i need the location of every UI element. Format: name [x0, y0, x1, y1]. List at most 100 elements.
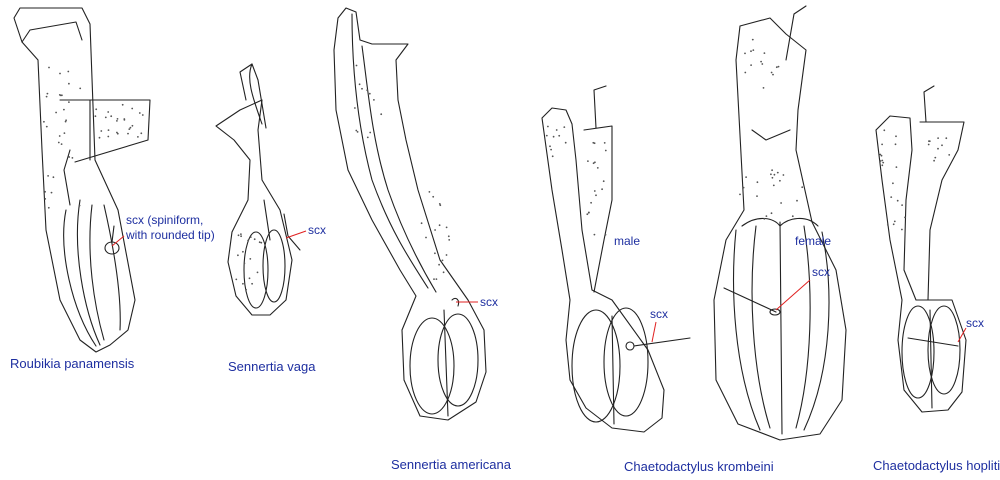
stipple-dot — [564, 141, 567, 144]
stipple-dot — [590, 201, 592, 204]
stipple-dot — [107, 129, 110, 132]
stipple-dot — [129, 126, 132, 129]
stipple-dot — [881, 143, 883, 146]
stipple-dot — [762, 87, 765, 89]
stipple-dot — [601, 188, 603, 191]
stipple-dot — [593, 233, 596, 236]
stipple-dot — [445, 254, 448, 256]
stipple-dot — [366, 89, 369, 92]
stipple-dot — [243, 262, 246, 265]
stipple-dot — [63, 132, 66, 135]
stipple-dot — [245, 288, 248, 291]
stipple-dot — [879, 153, 882, 156]
stipple-dot — [773, 173, 776, 176]
stipple-dot — [901, 204, 903, 207]
stipple-dot — [770, 71, 773, 74]
stipple-dot — [896, 199, 899, 202]
stipple-dot — [366, 136, 369, 139]
stipple-dot — [71, 157, 74, 159]
stipple-dot — [780, 202, 782, 204]
stipple-dot — [68, 156, 71, 158]
roubikia-scx-callout-line1: scx (spiniform, — [126, 213, 204, 227]
stipple-dot — [435, 278, 438, 280]
stipple-dot — [63, 108, 65, 111]
stipple-dot — [433, 278, 435, 280]
stipple-dot — [563, 126, 566, 128]
hopliti-leg-drawing — [875, 85, 967, 413]
stipple-dot — [240, 235, 243, 238]
stipple-dot — [895, 135, 897, 138]
stipple-dot — [941, 144, 943, 147]
stipple-dot — [137, 136, 139, 138]
stipple-dot — [555, 129, 558, 131]
stipple-dot — [777, 65, 780, 68]
stipple-dot — [434, 229, 436, 231]
roubikia-scx-callout-line2: with rounded tip) — [126, 228, 215, 242]
stipple-dot — [603, 142, 606, 144]
stipple-dot — [248, 277, 251, 280]
krombeini-female-leg-drawing — [713, 5, 847, 441]
stipple-dot — [892, 182, 894, 185]
stipple-dot — [260, 241, 263, 244]
stipple-dot — [100, 130, 103, 132]
stipple-dot — [58, 135, 61, 137]
stipple-dot — [927, 143, 930, 146]
stipple-dot — [895, 166, 898, 169]
stipple-dot — [586, 213, 589, 216]
stipple-dot — [750, 50, 752, 53]
stipple-dot — [44, 190, 46, 193]
stipple-dot — [751, 38, 754, 41]
stipple-dot — [68, 82, 70, 85]
stipple-dot — [742, 186, 745, 189]
stipple-dot — [445, 226, 448, 229]
stipple-dot — [60, 143, 63, 146]
species-label-sennertia-americana: Sennertia americana — [391, 457, 511, 472]
stipple-dot — [140, 132, 143, 135]
stipple-dot — [593, 190, 596, 192]
stipple-dot — [95, 108, 98, 111]
stipple-dot — [894, 143, 897, 146]
stipple-dot — [593, 142, 596, 145]
krombeini-male-leg-drawing — [541, 85, 691, 433]
stipple-dot — [123, 119, 126, 121]
species-label-roubikia-panamensis: Roubikia panamensis — [10, 356, 135, 371]
hopliti-scx-pointer — [957, 327, 967, 343]
stipple-dot — [425, 236, 427, 239]
stipple-dot — [138, 112, 141, 114]
stipple-dot — [47, 206, 50, 209]
stipple-dot — [880, 154, 883, 157]
stipple-dot — [448, 239, 451, 241]
stipple-dot — [65, 119, 67, 122]
stipple-dot — [775, 66, 778, 69]
stipple-dot — [881, 164, 884, 167]
stipple-dot — [439, 204, 442, 207]
species-label-chaetodactylus-hopliti: Chaetodactylus hopliti — [873, 458, 1000, 473]
stipple-dot — [368, 92, 371, 95]
stipple-dot — [434, 252, 436, 255]
stipple-dot — [355, 129, 358, 132]
vaga-scx-callout: scx — [308, 223, 326, 237]
stipple-dot — [356, 131, 359, 133]
stipple-dot — [750, 64, 752, 66]
stipple-dot — [256, 271, 259, 274]
stipple-dot — [45, 125, 48, 128]
stipple-dot — [552, 135, 555, 138]
stipple-dot — [901, 228, 903, 231]
stipple-dot — [249, 258, 252, 260]
stipple-dot — [904, 216, 906, 219]
stipple-dot — [882, 161, 885, 164]
stipple-dot — [59, 94, 62, 97]
stipple-dot — [547, 125, 549, 128]
stipple-dot — [438, 224, 441, 227]
stipple-dot — [107, 135, 110, 138]
stipple-dot — [752, 49, 755, 51]
stipple-texture — [43, 38, 951, 291]
stipple-dot — [770, 173, 772, 176]
stipple-dot — [596, 167, 599, 169]
stipple-dot — [110, 115, 113, 118]
stipple-dot — [772, 73, 774, 76]
roubikia-scx-callout: scx (spiniform, with rounded tip) — [126, 213, 215, 243]
stipple-dot — [551, 155, 554, 158]
stipple-dot — [116, 118, 119, 120]
